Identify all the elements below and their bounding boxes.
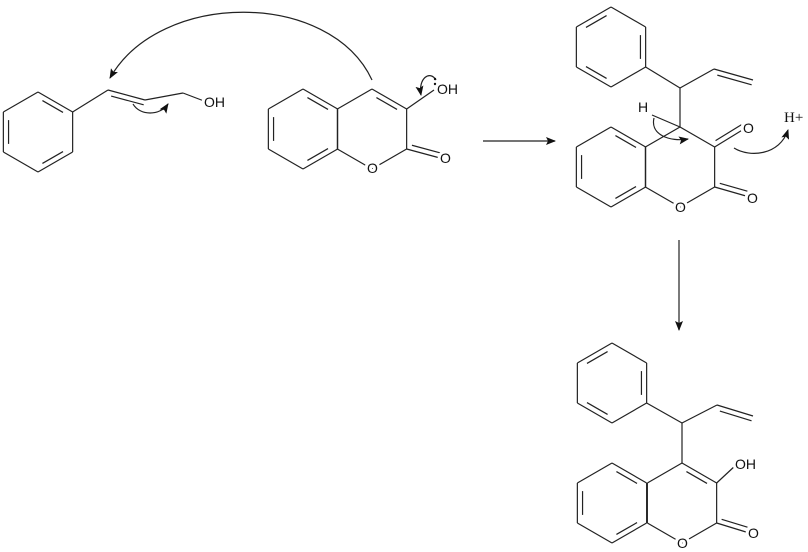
- bond: [651, 114, 681, 128]
- bond: [110, 95, 144, 106]
- bond: [686, 471, 708, 484]
- bond: [610, 126, 646, 148]
- bond: [576, 66, 612, 88]
- bond: [719, 410, 752, 422]
- coumarin-ring-o-label: O: [367, 160, 378, 176]
- bond: [577, 342, 613, 364]
- bond: [577, 402, 613, 424]
- bond: [337, 88, 373, 110]
- intermediate-carbonyl-o-label: O: [747, 190, 758, 206]
- bond: [645, 186, 681, 208]
- bond: [679, 68, 715, 89]
- bond: [714, 128, 745, 148]
- bond: [406, 148, 441, 159]
- allyl-alcohol-oh-label: OH: [204, 94, 225, 110]
- bond: [182, 92, 205, 102]
- bond: [611, 462, 647, 484]
- bond: [645, 126, 681, 148]
- pi-bond-shift-arrow: [132, 103, 169, 114]
- bond: [681, 522, 717, 544]
- bond: [647, 462, 683, 484]
- intermediate-ring-o-label: O: [675, 199, 686, 215]
- bond: [144, 92, 184, 101]
- bond: [616, 471, 638, 484]
- bond: [611, 522, 647, 544]
- bond: [37, 151, 73, 173]
- bond: [307, 148, 329, 161]
- bond: [616, 522, 638, 535]
- nucleophilic-attack-arrow: [109, 11, 373, 81]
- bond: [610, 186, 646, 208]
- bond: [611, 342, 647, 364]
- bond: [42, 151, 64, 164]
- bond: [3, 91, 39, 113]
- bond: [376, 97, 398, 110]
- bond: [3, 151, 39, 173]
- bond: [713, 68, 754, 81]
- proton-loss-arrow: [733, 129, 790, 154]
- bond: [715, 124, 742, 142]
- bond: [716, 464, 737, 484]
- lone-pair-dot: [433, 82, 437, 86]
- bond: [72, 89, 109, 113]
- bond: [576, 6, 612, 28]
- bond: [585, 15, 607, 28]
- bond: [411, 144, 442, 154]
- lone-pair-arrow: [415, 75, 437, 96]
- bond: [576, 186, 612, 208]
- intermediate-h-label: H: [638, 99, 648, 115]
- bond: [371, 148, 407, 170]
- bonds-layer: [2, 6, 754, 544]
- bond: [716, 404, 754, 417]
- proton-label: H+: [784, 110, 803, 126]
- intermediate-ketone-o-label: O: [743, 120, 754, 136]
- bond: [679, 126, 715, 148]
- bond: [681, 404, 718, 424]
- bond: [611, 402, 647, 424]
- bond: [646, 402, 683, 424]
- product-oh-label: OH: [735, 456, 756, 472]
- bond: [107, 89, 146, 101]
- bond: [302, 148, 338, 170]
- bond: [610, 66, 646, 88]
- bond: [268, 88, 304, 110]
- bond: [42, 100, 64, 113]
- bond: [716, 522, 747, 533]
- bond: [585, 66, 607, 79]
- bond: [577, 462, 613, 484]
- bond: [721, 518, 748, 528]
- bond: [679, 186, 715, 208]
- bond: [576, 126, 612, 148]
- bond: [719, 182, 748, 192]
- bond: [307, 97, 329, 110]
- bond: [37, 91, 73, 113]
- bond: [615, 135, 637, 148]
- bond: [406, 89, 435, 110]
- bond: [615, 186, 637, 199]
- bond: [577, 522, 613, 544]
- bond: [371, 88, 407, 110]
- bond: [268, 148, 304, 170]
- bond: [610, 6, 646, 28]
- proton-shift-arrow: [652, 117, 689, 145]
- bond: [717, 74, 752, 86]
- coumarin-carbonyl-o-label: O: [440, 150, 451, 166]
- lone-pair-dot: [433, 77, 437, 81]
- bond: [586, 351, 608, 364]
- bond: [647, 522, 683, 544]
- bond: [586, 402, 608, 415]
- coumarin-oh-label: OH: [437, 81, 458, 97]
- bond: [645, 66, 681, 89]
- product-carbonyl-o-label: O: [748, 525, 759, 541]
- bond: [302, 88, 338, 110]
- bond: [681, 462, 717, 484]
- product-ring-o-label: O: [677, 535, 688, 551]
- bond: [337, 148, 373, 170]
- bond: [714, 186, 747, 197]
